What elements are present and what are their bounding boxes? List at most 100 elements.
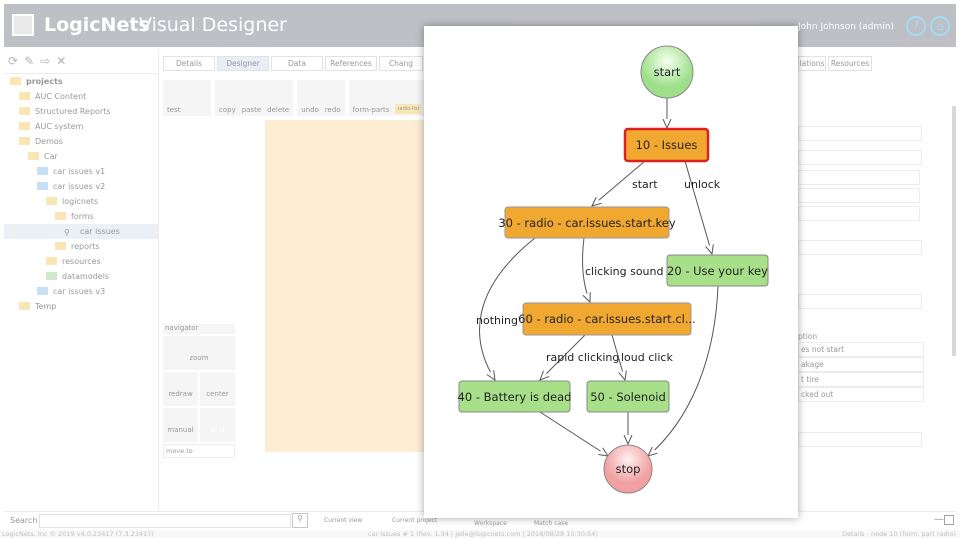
flow-graph: start unlock clicking sound nothing rapi… (458, 45, 769, 494)
refresh-icon[interactable]: ⟳ (8, 54, 25, 68)
center-button[interactable]: center (200, 372, 235, 406)
main-tabs: Details Designer Data References Chang (163, 56, 423, 71)
tab-references[interactable]: References (325, 56, 377, 71)
tree-item[interactable]: Demos (4, 134, 158, 149)
tree-item[interactable]: reports (4, 239, 158, 254)
delete-icon[interactable]: ✕ (56, 54, 73, 68)
folder-icon (19, 302, 30, 310)
delete-button[interactable]: delete (267, 106, 290, 114)
select-field[interactable] (798, 432, 922, 447)
checkbox-workspace[interactable]: Workspace (474, 520, 507, 527)
option-row[interactable]: es not start (798, 342, 924, 357)
tree-item[interactable]: forms (4, 209, 158, 224)
radio-list-part[interactable]: radio-list (395, 104, 422, 114)
option-row[interactable]: t tire (798, 372, 924, 387)
form-parts-button[interactable]: form-parts (352, 106, 390, 114)
node-40-battery-dead[interactable]: 40 - Battery is dead (458, 380, 572, 413)
tree-item[interactable]: resources (4, 254, 158, 269)
node-start[interactable]: start (640, 45, 694, 99)
search-input[interactable] (39, 514, 291, 528)
tree-item[interactable]: AUC Content (4, 89, 158, 104)
text-field[interactable] (798, 170, 920, 185)
redo-button[interactable]: redo (324, 106, 341, 114)
folder-icon (19, 137, 30, 145)
help-icon[interactable]: ? (906, 16, 926, 36)
folder-icon (46, 272, 57, 280)
tree-item[interactable]: datamodels (4, 269, 158, 284)
edge (611, 334, 625, 380)
edge-label-nothing: nothing (476, 314, 518, 327)
tree-item-label: Demos (35, 137, 63, 146)
search-label: Search (10, 516, 38, 525)
manual-button[interactable]: manual (163, 408, 198, 442)
details-panel: lations Resources ption es not start aka… (798, 56, 956, 506)
node-stop[interactable]: stop (603, 444, 653, 494)
test-button[interactable]: test (167, 106, 181, 114)
tab-designer[interactable]: Designer (217, 56, 269, 71)
tree-item-label: car issues v2 (53, 182, 106, 191)
tree-item[interactable]: car issues v1 (4, 164, 158, 179)
designer-toolbar: test copy paste delete undo redo form-parts… (163, 80, 426, 116)
maximize-icon[interactable] (944, 515, 954, 525)
edge (592, 160, 646, 206)
tree-item-label: Structured Reports (35, 107, 111, 116)
checkbox-match-case[interactable]: Match case (534, 520, 569, 527)
import-icon[interactable]: ⇨ (40, 54, 57, 68)
redraw-button[interactable]: redraw (163, 372, 198, 406)
tree-item-label: reports (71, 242, 100, 251)
tree-item[interactable]: Car (4, 149, 158, 164)
designer-canvas[interactable] (265, 120, 425, 452)
undo-button[interactable]: undo (301, 106, 319, 114)
svg-text:start: start (654, 65, 681, 79)
tree-item[interactable]: projects (4, 74, 158, 89)
tab-changes[interactable]: Chang (379, 56, 423, 71)
tree-item[interactable]: car issues v2 (4, 179, 158, 194)
node-50-solenoid[interactable]: 50 - Solenoid (586, 380, 670, 413)
status-bar: LogicNets, Inc © 2019 v4.0.23417 (7.3.23… (0, 530, 960, 538)
edge-label-rapid-clicking: rapid clicking (546, 351, 619, 364)
edge (648, 285, 719, 456)
option-row[interactable]: akage (798, 357, 924, 372)
tree-item[interactable]: car issues v3 (4, 284, 158, 299)
minimize-icon[interactable]: — (934, 514, 944, 525)
text-field[interactable] (798, 188, 920, 203)
edit-icon[interactable]: ✎ (24, 54, 41, 68)
tree-item-label: projects (26, 77, 63, 86)
status-version: LogicNets, Inc © 2019 v4.0.23417 (7.3.23… (2, 530, 154, 538)
tab-data[interactable]: Data (271, 56, 323, 71)
radio-current-view[interactable]: Current view (324, 517, 363, 524)
grid-button[interactable]: grid (200, 408, 235, 442)
scrollbar[interactable] (952, 106, 956, 356)
text-field[interactable] (798, 206, 920, 221)
tree-item[interactable]: Structured Reports (4, 104, 158, 119)
paste-button[interactable]: paste (241, 106, 262, 114)
tree-item[interactable]: Temp (4, 299, 158, 314)
tab-details[interactable]: Details (163, 56, 215, 71)
text-field[interactable] (798, 150, 922, 165)
svg-text:stop: stop (616, 462, 641, 476)
svg-text:50 - Solenoid: 50 - Solenoid (590, 390, 666, 404)
zoom-button[interactable]: zoom (163, 336, 235, 370)
node-10-issues[interactable]: 10 - Issues (623, 127, 710, 163)
radio-current-project[interactable]: Current project (392, 517, 438, 524)
select-field[interactable] (798, 294, 922, 309)
copy-button[interactable]: copy (219, 106, 236, 114)
tree-item[interactable]: AUC system (4, 119, 158, 134)
home-icon[interactable]: ⌂ (930, 16, 950, 36)
tab-translations[interactable]: lations (798, 56, 826, 71)
search-icon[interactable]: ⚲ (292, 513, 308, 528)
tree-item-label: car issues v3 (53, 287, 106, 296)
select-field[interactable] (798, 240, 922, 255)
move-to-input[interactable]: move to (163, 444, 235, 458)
user-name[interactable]: John Johnson (admin) (798, 22, 894, 32)
node-60-radio[interactable]: 60 - radio - car.issues.start.cl... (518, 302, 696, 336)
tree-item-label: AUC system (35, 122, 84, 131)
tree-item[interactable]: logicnets (4, 194, 158, 209)
node-30-radio[interactable]: 30 - radio - car.issues.start.key (498, 206, 676, 239)
tab-resources[interactable]: Resources (828, 56, 872, 71)
text-field[interactable] (798, 126, 922, 141)
node-20-use-your-key[interactable]: 20 - Use your key (666, 254, 769, 287)
option-row[interactable]: cked out (798, 387, 924, 402)
tree-item[interactable]: ⚲car issues (4, 224, 158, 239)
